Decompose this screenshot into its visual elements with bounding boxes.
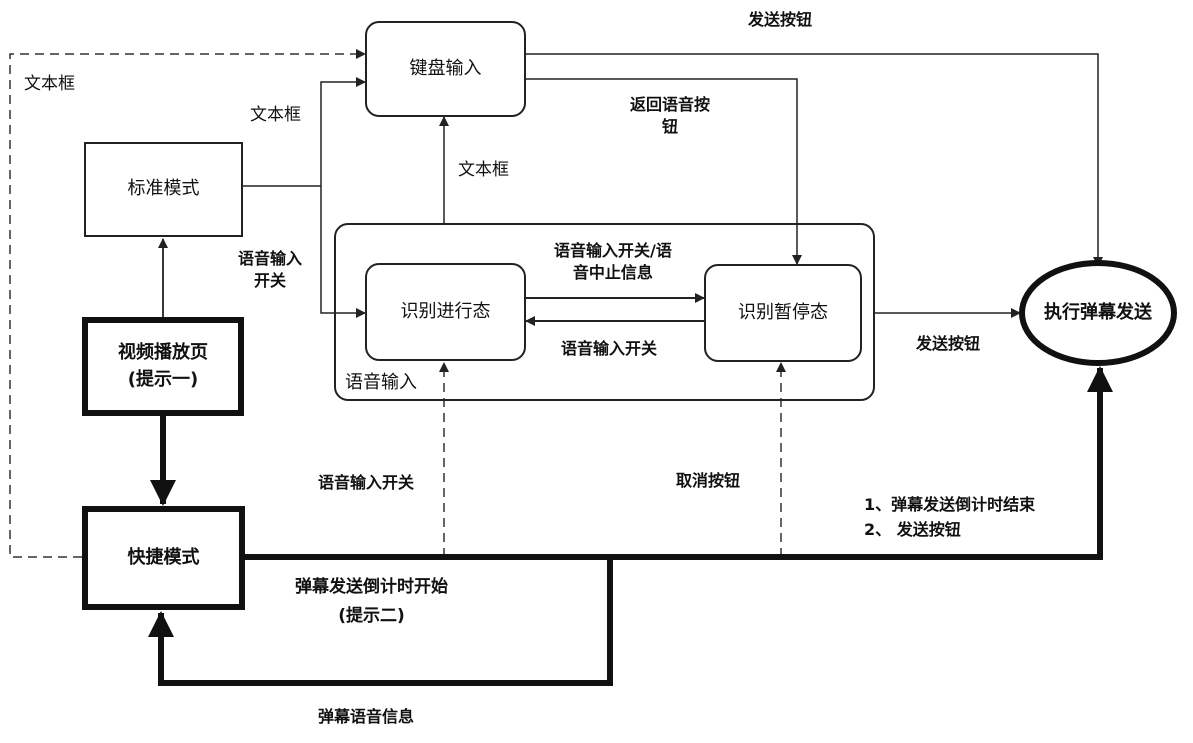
arrow-standard-to-recognizing bbox=[320, 186, 366, 318]
quick-mode-label: 快捷模式 bbox=[127, 546, 200, 568]
arrow-standard-to-keyboard bbox=[320, 77, 366, 186]
voice-switch-left-label: 语音输入 开关 bbox=[238, 249, 303, 291]
recognizing-label: 识别进行态 bbox=[400, 300, 491, 322]
countdown-end-send-label: 1、弹幕发送倒计时结束 2、 发送按钮 bbox=[864, 495, 1036, 539]
voice-input-group bbox=[334, 223, 875, 401]
video-page-node: 视频播放页 (提示一) bbox=[82, 317, 244, 416]
keyboard-input-node: 键盘输入 bbox=[365, 21, 526, 117]
arrow-keyboard-to-paused bbox=[526, 78, 802, 265]
dashed-quick-to-keyboard bbox=[9, 49, 366, 558]
standard-mode-label: 标准模式 bbox=[127, 178, 200, 200]
voice-input-group-label: 语音输入 bbox=[345, 372, 417, 393]
execute-send-node: 执行弹幕发送 bbox=[1028, 268, 1168, 358]
textbox-mid-label: 文本框 bbox=[250, 105, 301, 125]
voice-switch-stop-info-label: 语音输入开关/语 音中止信息 bbox=[554, 241, 672, 283]
recognizing-node: 识别进行态 bbox=[365, 263, 526, 361]
thick-loop-to-quick bbox=[148, 557, 613, 686]
quick-mode-node: 快捷模式 bbox=[82, 506, 245, 610]
countdown-start-label: 弹幕发送倒计时开始 (提示二) bbox=[295, 577, 448, 626]
recognition-paused-label: 识别暂停态 bbox=[738, 301, 828, 323]
return-voice-button-label: 返回语音按 钮 bbox=[630, 95, 711, 137]
standard-mode-node: 标准模式 bbox=[84, 142, 243, 237]
danmaku-voice-info-label: 弹幕语音信息 bbox=[318, 707, 415, 726]
voice-switch-back-label: 语音输入开关 bbox=[561, 339, 658, 358]
voice-switch-lower-label: 语音输入开关 bbox=[318, 473, 415, 492]
execute-send-label: 执行弹幕发送 bbox=[1044, 301, 1152, 323]
execute-send-ellipse bbox=[1019, 260, 1177, 366]
keyboard-input-label: 键盘输入 bbox=[409, 57, 482, 79]
arrow-keyboard-to-send bbox=[526, 53, 1103, 267]
recognition-paused-node: 识别暂停态 bbox=[704, 264, 862, 362]
cancel-button-label: 取消按钮 bbox=[676, 471, 741, 490]
send-button-top-label: 发送按钮 bbox=[748, 10, 813, 29]
video-page-label: 视频播放页 (提示一) bbox=[118, 342, 208, 390]
thick-quick-to-send bbox=[245, 366, 1113, 560]
textbox-left-label: 文本框 bbox=[24, 74, 75, 94]
send-button-right-label: 发送按钮 bbox=[916, 334, 981, 353]
textbox-center-label: 文本框 bbox=[458, 160, 509, 180]
